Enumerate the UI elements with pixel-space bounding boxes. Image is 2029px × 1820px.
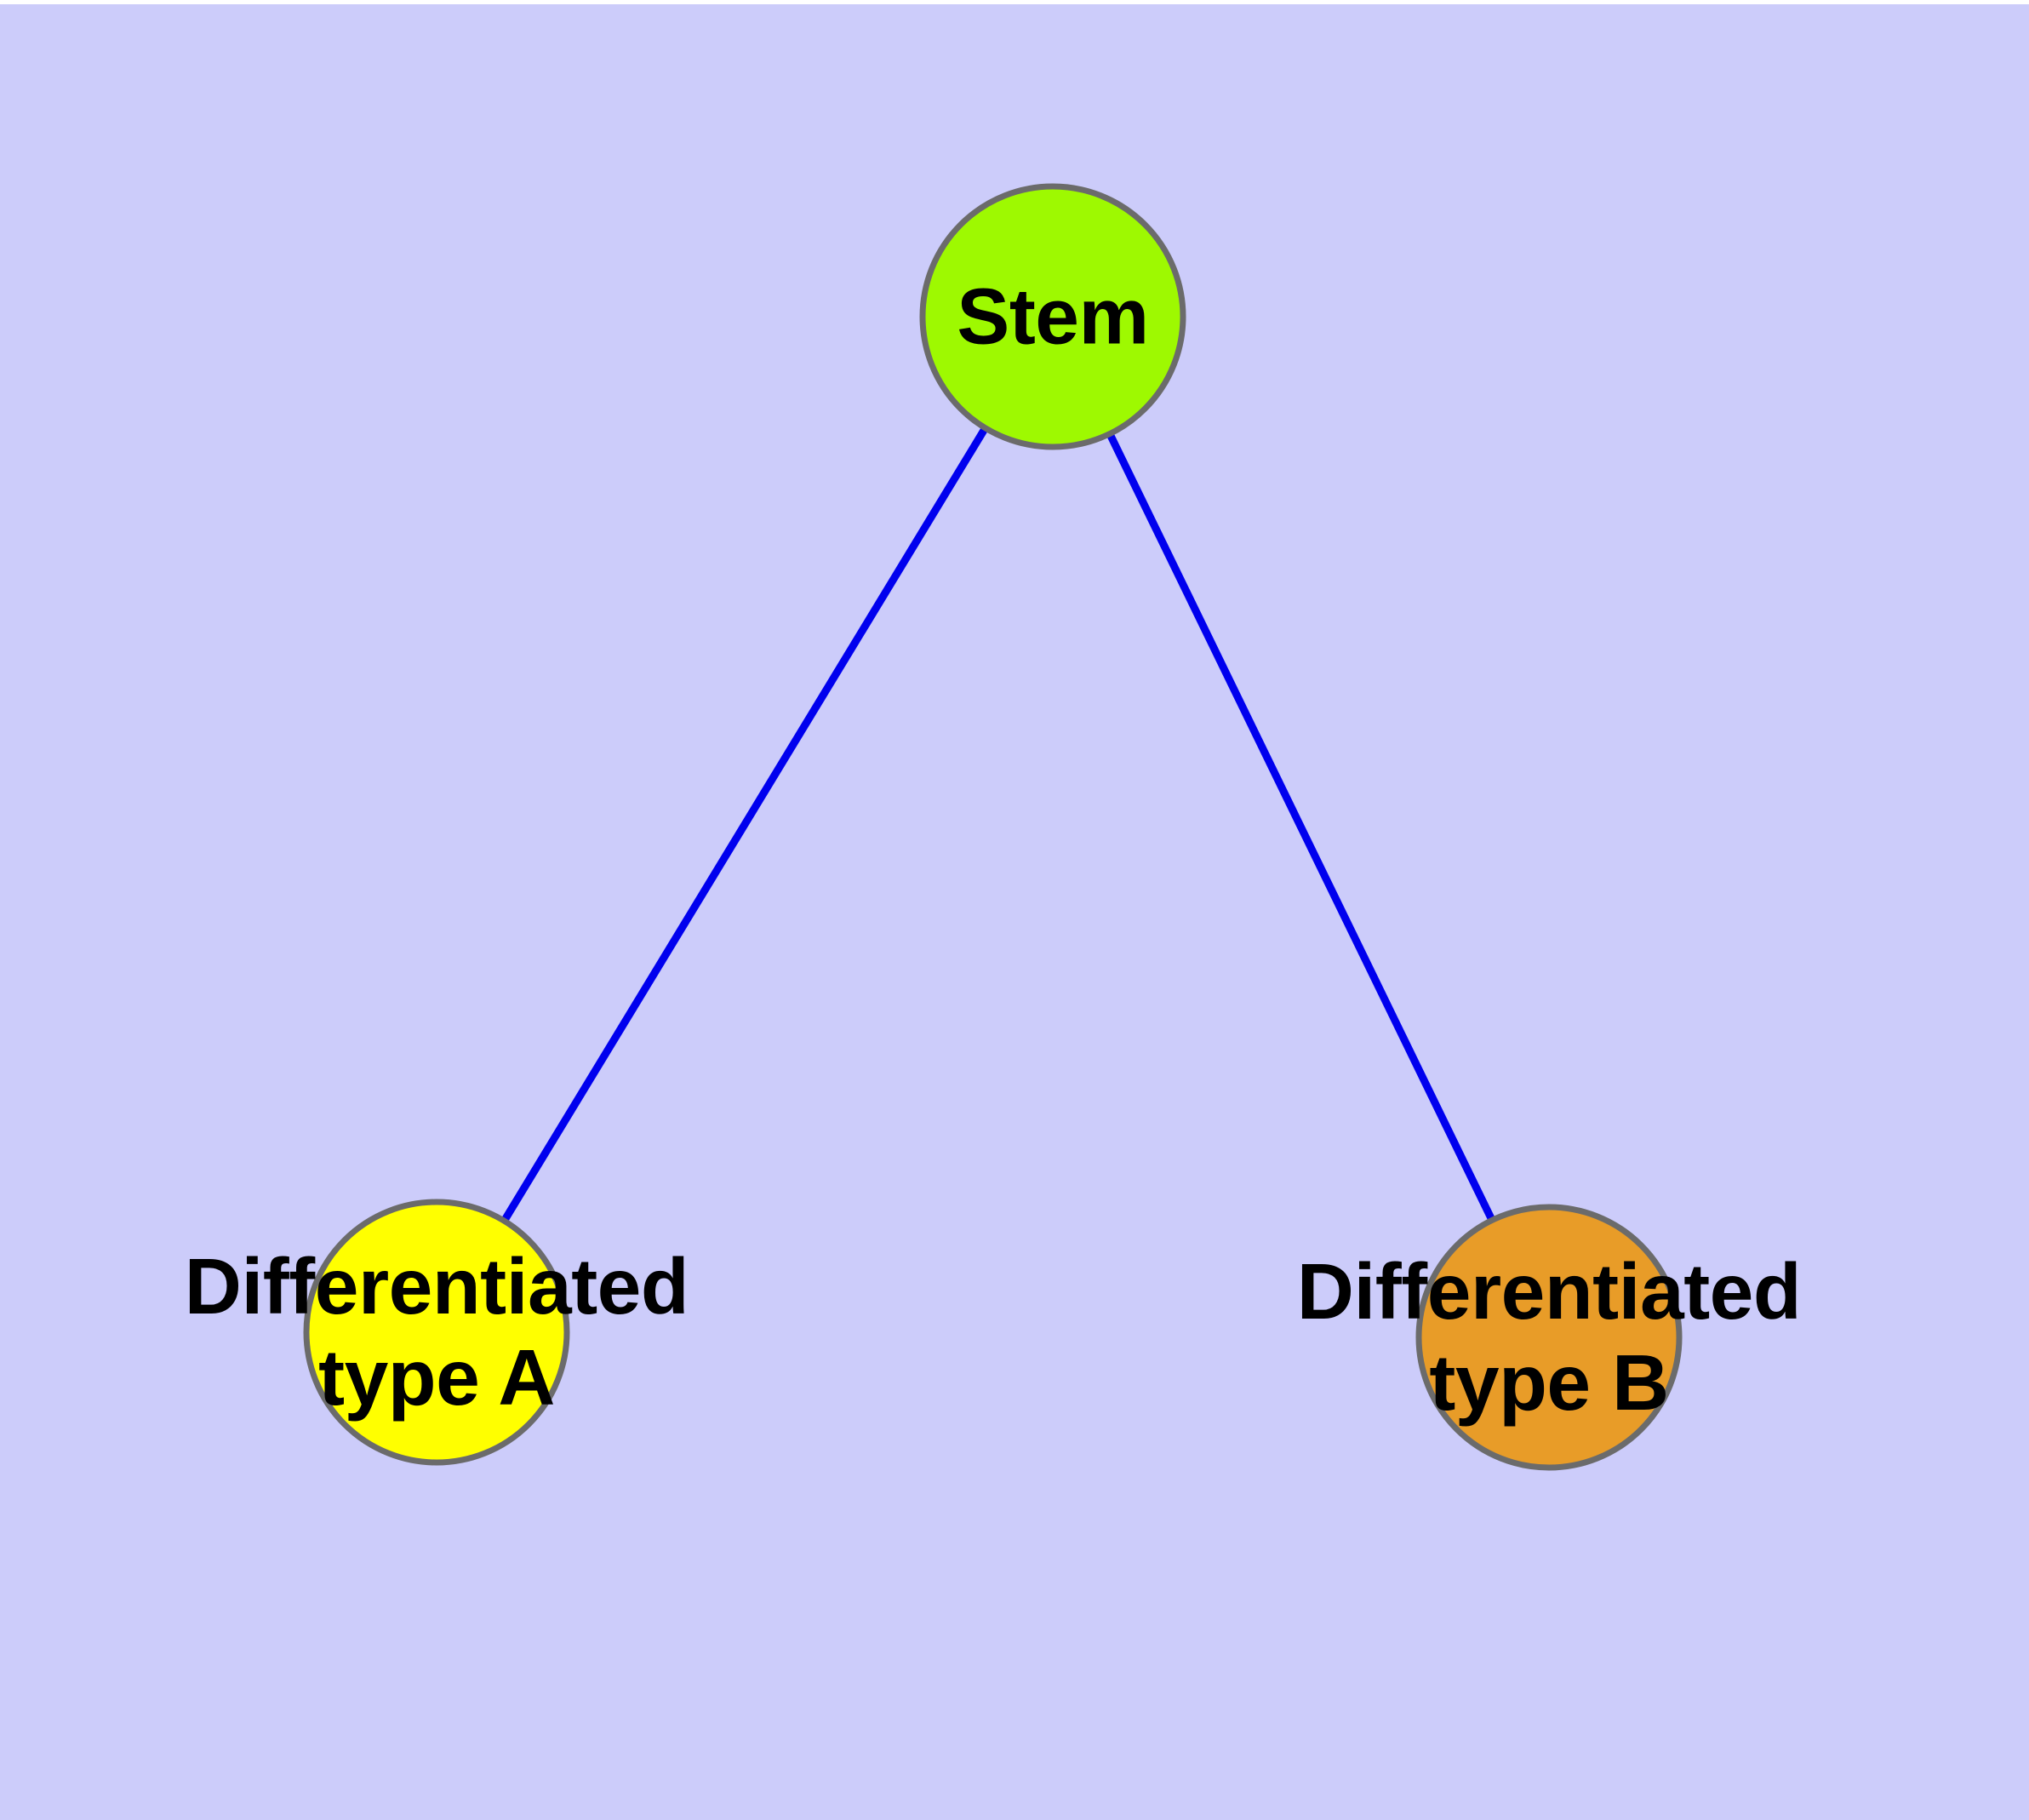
node-differentiated-type-a[interactable] [303,1199,570,1466]
edge-stem-to-differentiated-type-b[interactable] [1105,430,1497,1224]
edge-stem-to-differentiated-type-a[interactable] [500,424,990,1225]
node-stem[interactable] [919,183,1186,450]
edge-layer [500,424,1497,1225]
node-layer [303,183,1683,1471]
node-differentiated-type-b[interactable] [1415,1204,1683,1471]
